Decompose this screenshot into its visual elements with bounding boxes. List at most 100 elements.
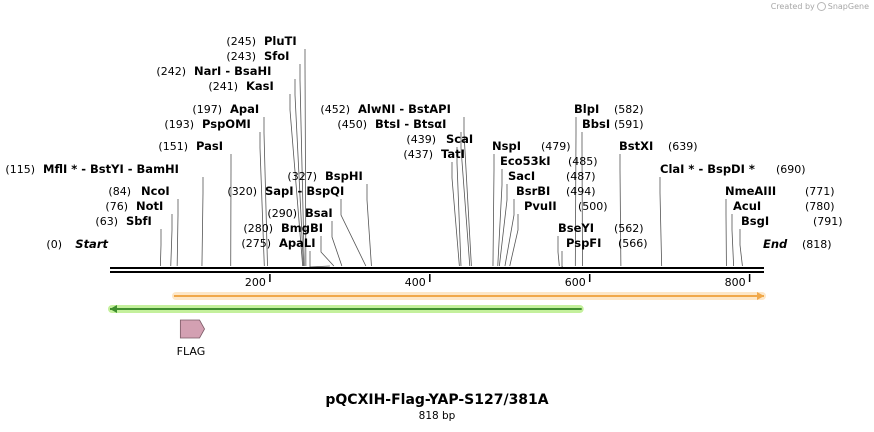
start-label: Start [75, 237, 108, 251]
site-line [619, 154, 622, 267]
site-position: (243) [226, 50, 256, 63]
site-name: NotI [136, 199, 163, 213]
site-line [289, 94, 304, 267]
site-label[interactable]: (76) NotI [105, 199, 163, 213]
site-position: (290) [267, 207, 297, 220]
site-lines [159, 49, 743, 268]
site-line [463, 117, 472, 267]
site-name: ApaI [230, 102, 259, 116]
features [108, 292, 766, 313]
site-position: (485) [568, 155, 598, 168]
site-label[interactable]: (582) BlpI [574, 102, 644, 116]
site-name: SacI [508, 169, 535, 183]
site-label[interactable]: (439)ScaI [406, 132, 473, 146]
snapgene-credit: Created by SnapGene [771, 2, 869, 11]
site-label[interactable]: (690)ClaI * - BspDI * [660, 162, 806, 176]
site-label[interactable]: (479)NspI [492, 139, 571, 153]
site-label[interactable]: (639)BstXI [619, 139, 698, 153]
site-label[interactable]: (500) PvuII [524, 199, 608, 213]
site-label[interactable]: (791)BsgI [741, 214, 843, 228]
site-label[interactable]: (487) SacI [508, 169, 596, 183]
site-label[interactable]: (494)BsrBI [516, 184, 596, 198]
site-name: BsrBI [516, 184, 550, 198]
site-position: (487) [566, 170, 596, 183]
site-line [451, 162, 460, 267]
site-label[interactable]: (63)SbfI [95, 214, 151, 228]
site-name: BspHI [325, 169, 363, 183]
site-line [304, 49, 307, 267]
site-line [739, 229, 743, 267]
site-name: NspI [492, 139, 521, 153]
site-name: BbsI [582, 117, 610, 131]
site-label[interactable]: (84) NcoI [108, 184, 169, 198]
credit-brand: SnapGene [827, 2, 869, 11]
site-label[interactable]: (115)MflI * - BstYI - BamHI [5, 162, 179, 176]
site-position: (151) [158, 140, 188, 153]
site-line [170, 214, 173, 267]
site-position: (84) [108, 185, 131, 198]
site-name: ScaI [446, 132, 473, 146]
site-name: BsgI [741, 214, 769, 228]
site-label[interactable]: (243)SfoI [226, 49, 289, 63]
site-label[interactable]: (780)AcuI [733, 199, 835, 213]
site-name: BlpI [574, 102, 599, 116]
site-label[interactable]: (450)BtsI - BtsαI [337, 117, 446, 131]
site-line [574, 117, 577, 267]
site-line [581, 132, 583, 267]
site-label[interactable]: (151)PasI [158, 139, 223, 153]
site-line [509, 214, 519, 267]
site-name: Eco53kI [500, 154, 551, 168]
site-name: AlwNI - BstAPI [358, 102, 451, 116]
site-name: SapI - BspQI [265, 184, 344, 198]
site-position: (500) [578, 200, 608, 213]
site-label[interactable]: (485) Eco53kI [500, 154, 598, 168]
site-label[interactable]: (197)ApaI [192, 102, 259, 116]
site-label[interactable]: (193)PspOMI [164, 117, 250, 131]
site-label[interactable]: (562)BseYI [558, 221, 644, 235]
site-labels: (245)PluTI(243)SfoI(242)NarI - BsaHI(241… [5, 34, 842, 250]
site-line [294, 79, 304, 267]
map-length: 818 bp [418, 410, 456, 422]
site-line [731, 214, 735, 267]
flag-arrow[interactable] [179, 319, 206, 339]
site-label[interactable]: (591) BbsI [582, 117, 644, 131]
site-label[interactable]: (452)AlwNI - BstAPI [320, 102, 450, 116]
site-label[interactable]: (566)PspFI [566, 236, 648, 250]
feature-arrowhead [110, 305, 117, 313]
site-label[interactable]: (241)KasI [208, 79, 273, 93]
flag-label: FLAG [177, 345, 206, 358]
site-label[interactable]: (242)NarI - BsaHI [156, 64, 271, 78]
site-name: PvuII [524, 199, 557, 213]
site-line [201, 177, 204, 267]
flag-feature: FLAG [177, 319, 206, 358]
site-name: NmeAIII [725, 184, 776, 198]
site-name: PspOMI [202, 117, 251, 131]
site-label[interactable]: (437)TatI [403, 147, 465, 161]
site-name: SbfI [126, 214, 152, 228]
site-label[interactable]: (771)NmeAIII [725, 184, 835, 198]
site-name: NcoI [141, 184, 170, 198]
site-name: NarI - BsaHI [194, 64, 271, 78]
ruler-tick-label: 600 [565, 276, 586, 289]
site-line [456, 147, 462, 267]
site-label[interactable]: (320)SapI - BspQI [227, 184, 344, 198]
site-label[interactable]: (290) BsaI [267, 206, 332, 220]
site-line [492, 154, 495, 267]
site-name: BsaI [305, 206, 333, 220]
site-position: (76) [105, 200, 128, 213]
site-name: PspFI [566, 236, 601, 250]
site-label[interactable]: (327)BspHI [287, 169, 362, 183]
site-label[interactable]: (275)ApaLI [241, 236, 315, 250]
site-label[interactable]: (280)BmgBI [243, 221, 323, 235]
site-line [259, 132, 265, 267]
site-name: ClaI * - BspDI * [660, 162, 755, 176]
site-name: BmgBI [281, 221, 323, 235]
site-line [340, 199, 367, 267]
site-position: (591) [614, 118, 644, 131]
site-position: (582) [614, 103, 644, 116]
ruler-tick-label: 200 [245, 276, 266, 289]
site-name: BseYI [558, 221, 594, 235]
site-line [159, 229, 162, 267]
site-label[interactable]: (245)PluTI [226, 34, 296, 48]
